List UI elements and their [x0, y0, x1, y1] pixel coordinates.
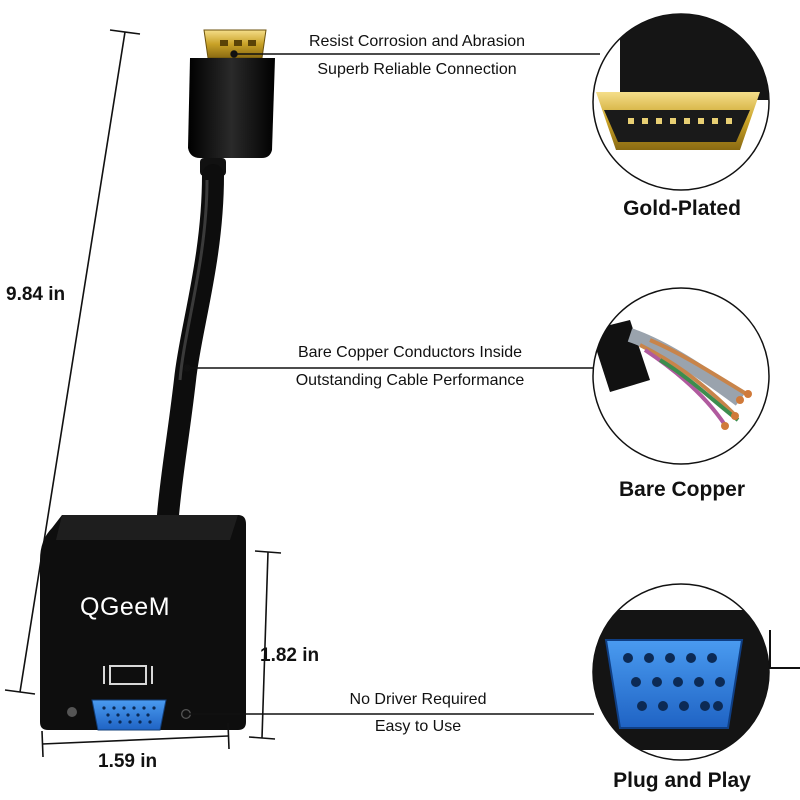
vga-port-closeup: [592, 583, 800, 761]
cable: [157, 164, 224, 526]
top-callout-line1: Resist Corrosion and Abrasion: [308, 33, 526, 50]
bare-copper-closeup: [592, 287, 770, 465]
height-dimension-line: [248, 550, 282, 740]
vga-port: [91, 699, 167, 731]
vga-adapter-body: [40, 515, 246, 730]
width-dimension-line: [41, 722, 230, 758]
mid-callout-line1: Bare Copper Conductors Inside: [297, 344, 523, 361]
top-callout-line2: Superb Reliable Connection: [317, 61, 517, 78]
width-label: 1.59 in: [98, 751, 158, 772]
hdmi-connector: [188, 29, 275, 176]
length-dimension-line: [4, 29, 141, 695]
callout-leader-lines: [182, 50, 600, 718]
height-label: 1.82 in: [260, 645, 320, 666]
plug-and-play-caption: Plug and Play: [613, 769, 751, 792]
bottom-callout-line2: Easy to Use: [374, 718, 462, 735]
bare-copper-caption: Bare Copper: [618, 478, 746, 501]
length-label: 9.84 in: [6, 284, 66, 305]
brand-logo-text: QGeeM: [80, 593, 171, 621]
bottom-callout-line1: No Driver Required: [349, 691, 487, 708]
mid-callout-line2: Outstanding Cable Performance: [295, 372, 525, 389]
gold-plated-caption: Gold-Plated: [623, 197, 741, 220]
gold-plated-closeup: [592, 13, 770, 191]
